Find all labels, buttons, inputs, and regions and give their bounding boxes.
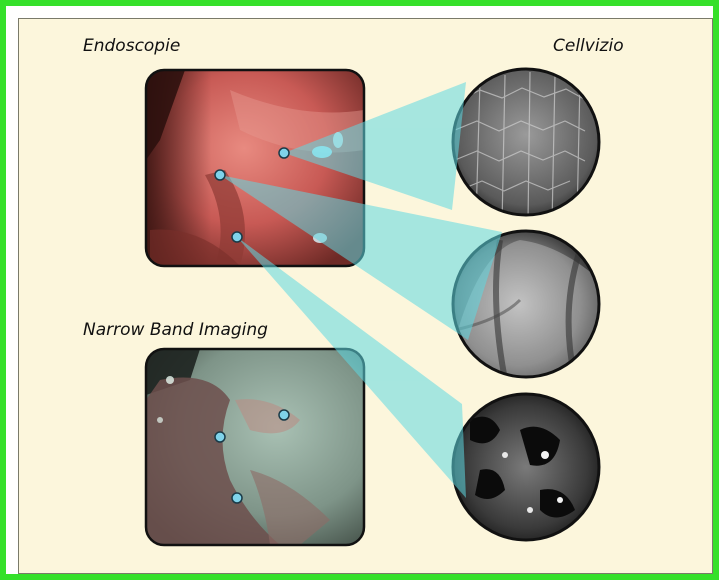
marker-2: [215, 170, 225, 180]
marker-1: [279, 148, 289, 158]
marker-3: [232, 232, 242, 242]
nbi-image: [146, 349, 364, 545]
cellvizio-image-1: [453, 69, 599, 225]
nbi-marker-1: [279, 410, 289, 420]
cellvizio-title: Cellvizio: [553, 36, 624, 56]
cellvizio-image-3: [453, 394, 599, 540]
nbi-marker-2: [215, 432, 225, 442]
nbi-title: Narrow Band Imaging: [83, 320, 268, 340]
nbi-marker-3: [232, 493, 242, 503]
endoscopy-title: Endoscopie: [83, 36, 180, 56]
